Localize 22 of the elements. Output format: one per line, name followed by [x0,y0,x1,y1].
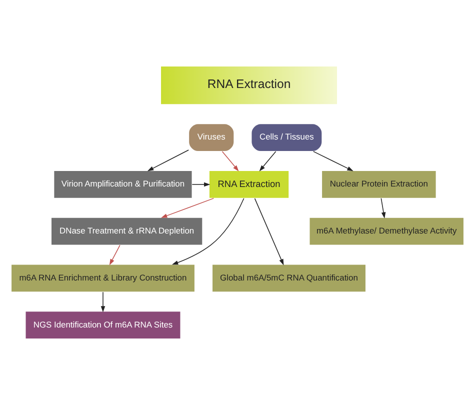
node-box: m6A RNA Enrichment & Library Construction [10,264,196,292]
arrow [109,244,120,266]
node-box: Global m6A/5mC RNA Quantification [212,264,366,292]
node-box: m6A Methylase/ Demethylase Activity [308,217,464,246]
node-box: Nuclear Protein Extraction [321,170,437,199]
node-box: Cells / Tissues [250,123,322,152]
arrow [172,198,244,265]
arrow [254,198,284,266]
arrow [259,151,276,172]
arrow [100,292,106,312]
arrow [161,198,214,218]
node-box: RNA Extraction [160,66,338,105]
arrow [192,182,210,187]
node-box: DNase Treatment & rRNA Depletion [50,217,203,246]
node-box: RNA Extraction [208,170,290,199]
arrow [147,150,189,172]
node-box: NGS Identification Of m6A RNA Sites [24,310,181,340]
arrow [312,151,354,172]
node-box: Viruses [188,123,234,152]
arrow [380,198,386,218]
arrow [222,151,239,172]
node-box: Virion Amplification & Purification [53,170,193,199]
